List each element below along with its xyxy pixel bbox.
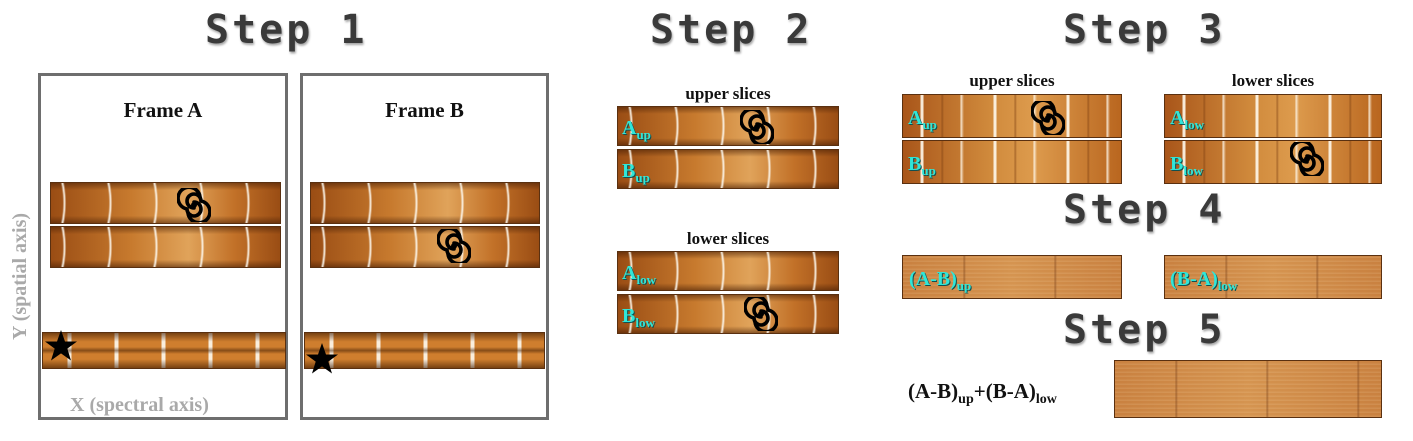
step3-a-low-strip bbox=[1164, 94, 1382, 138]
step2-b-low-strip bbox=[617, 294, 839, 334]
frame-b-spectrum bbox=[304, 332, 545, 369]
chip-b-low: Blow bbox=[1170, 153, 1203, 178]
step2-a-up-strip bbox=[617, 106, 839, 146]
step2-a-low-strip bbox=[617, 251, 839, 291]
step5-combined-strip bbox=[1114, 360, 1382, 418]
step3-lower-label: lower slices bbox=[1231, 71, 1315, 90]
frame-b-lower-slices bbox=[310, 226, 540, 268]
chip-b-minus-a-low: (B-A)low bbox=[1170, 268, 1238, 293]
chip-b-up: Bup bbox=[622, 160, 650, 185]
chip-b-low: Blow bbox=[622, 305, 655, 330]
galaxy-icon bbox=[740, 110, 774, 144]
galaxy-icon bbox=[744, 297, 778, 331]
step-4-title: Step 4 bbox=[1063, 187, 1226, 233]
step3-a-up-strip bbox=[902, 94, 1122, 138]
star-icon bbox=[305, 342, 339, 376]
frame-a-lower-slices bbox=[50, 226, 281, 268]
chip-a-up: Aup bbox=[622, 117, 651, 142]
frame-a-box bbox=[38, 73, 288, 420]
step2-upper-label: upper slices bbox=[685, 84, 771, 103]
galaxy-icon bbox=[177, 188, 211, 222]
step-5-title: Step 5 bbox=[1063, 307, 1226, 353]
step-2-title: Step 2 bbox=[650, 7, 813, 53]
step3-upper-label: upper slices bbox=[969, 71, 1055, 90]
x-axis-label: X (spectral axis) bbox=[70, 394, 209, 416]
step-3-title: Step 3 bbox=[1063, 7, 1226, 53]
frame-b-upper-slices bbox=[310, 182, 540, 224]
frame-b-label: Frame B bbox=[385, 98, 464, 122]
frame-a-upper-slices bbox=[50, 182, 281, 224]
chip-a-low: Alow bbox=[1170, 107, 1204, 132]
chip-b-up: Bup bbox=[908, 153, 936, 178]
step2-lower-label: lower slices bbox=[686, 229, 770, 248]
step2-b-up-strip bbox=[617, 149, 839, 189]
frame-a-label: Frame A bbox=[123, 98, 203, 122]
step-1-title: Step 1 bbox=[205, 7, 368, 53]
step3-b-up-strip bbox=[902, 140, 1122, 184]
galaxy-icon bbox=[1031, 101, 1065, 135]
frame-b-box bbox=[300, 73, 549, 420]
step4-b-minus-a-low-strip bbox=[1164, 255, 1382, 299]
frame-a-spectrum bbox=[42, 332, 286, 369]
galaxy-icon bbox=[437, 229, 471, 263]
y-axis-label: Y (spatial axis) bbox=[9, 212, 31, 340]
step5-formula: (A-B)up+(B-A)low bbox=[908, 379, 1057, 407]
chip-a-up: Aup bbox=[908, 107, 937, 132]
chip-a-minus-b-up: (A-B)up bbox=[909, 268, 972, 293]
galaxy-icon bbox=[1290, 142, 1324, 176]
step3-b-low-strip bbox=[1164, 140, 1382, 184]
chip-a-low: Alow bbox=[622, 262, 656, 287]
step4-a-minus-b-up-strip bbox=[902, 255, 1122, 299]
star-icon bbox=[44, 329, 78, 363]
